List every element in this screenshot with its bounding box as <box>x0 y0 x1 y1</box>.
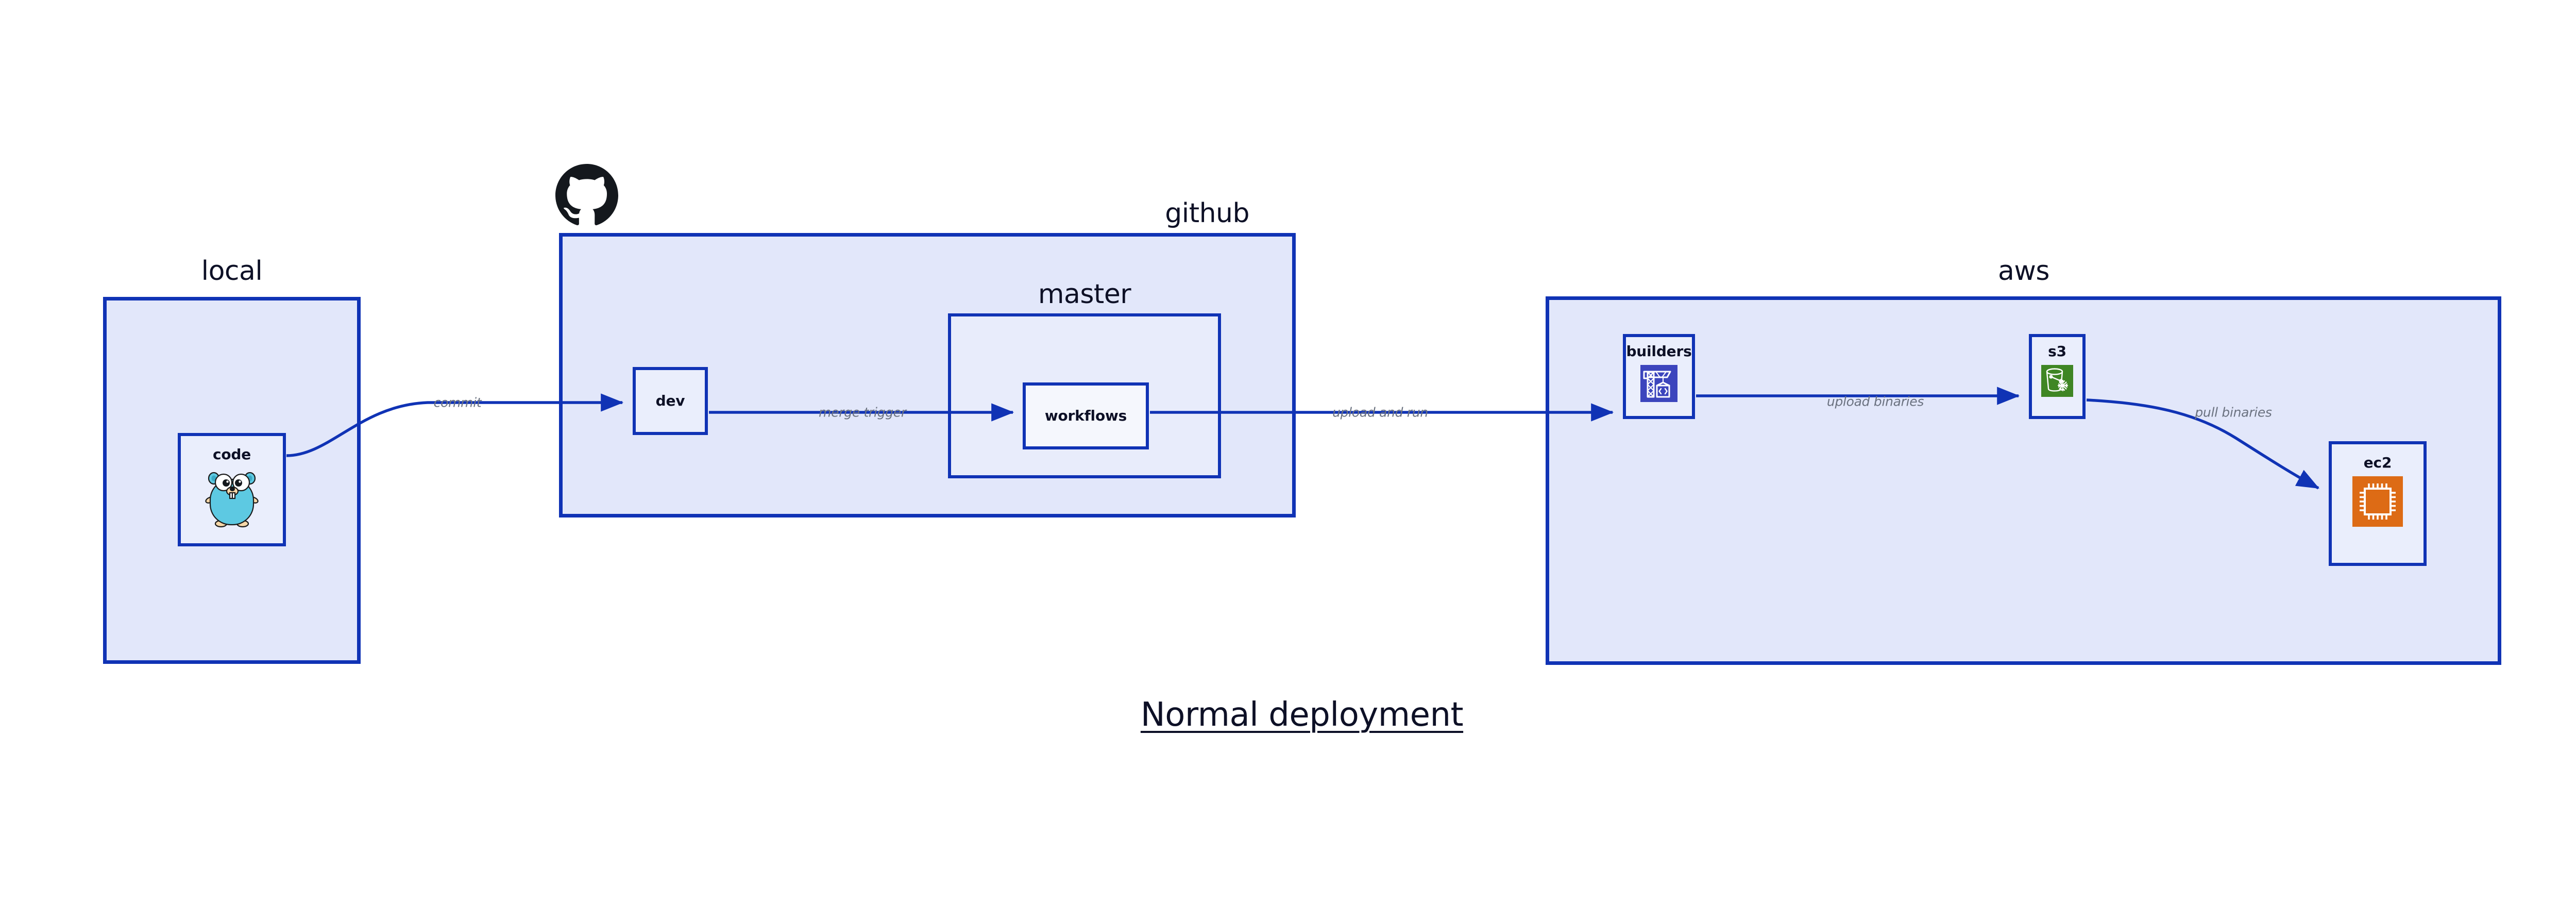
edge-label-commit: commit <box>433 395 482 410</box>
node-builders[interactable]: builders <box>1623 334 1695 419</box>
github-octocat-icon <box>555 164 618 229</box>
edge-label-merge-trigger: merge trigger <box>819 405 906 420</box>
edge-label-pull-binaries: pull binaries <box>2195 405 2272 420</box>
cluster-github-label: github <box>1165 198 1249 229</box>
aws-s3-glacier-icon <box>2041 365 2073 399</box>
node-workflows[interactable]: workflows <box>1023 382 1149 449</box>
go-gopher-icon <box>205 468 259 530</box>
diagram-title: Normal deployment <box>1140 696 1464 734</box>
edge-label-upload-binaries: upload binaries <box>1826 394 1924 409</box>
node-code[interactable]: code <box>178 433 286 546</box>
node-s3-label: s3 <box>2048 343 2066 360</box>
cluster-aws-label: aws <box>1998 256 2050 287</box>
aws-ec2-icon <box>2352 476 2403 529</box>
node-workflows-label: workflows <box>1044 407 1127 424</box>
node-ec2-label: ec2 <box>2363 454 2392 471</box>
node-dev[interactable]: dev <box>633 367 708 435</box>
node-s3[interactable]: s3 <box>2029 334 2086 419</box>
cluster-local-label: local <box>201 256 263 287</box>
node-dev-label: dev <box>655 392 685 409</box>
aws-codebuild-icon <box>1640 365 1677 404</box>
cluster-master-label: master <box>1038 279 1131 310</box>
node-code-label: code <box>212 446 251 463</box>
edge-label-upload-and-run: upload and run <box>1332 405 1428 420</box>
node-ec2[interactable]: ec2 <box>2329 441 2427 566</box>
node-builders-label: builders <box>1626 343 1692 360</box>
